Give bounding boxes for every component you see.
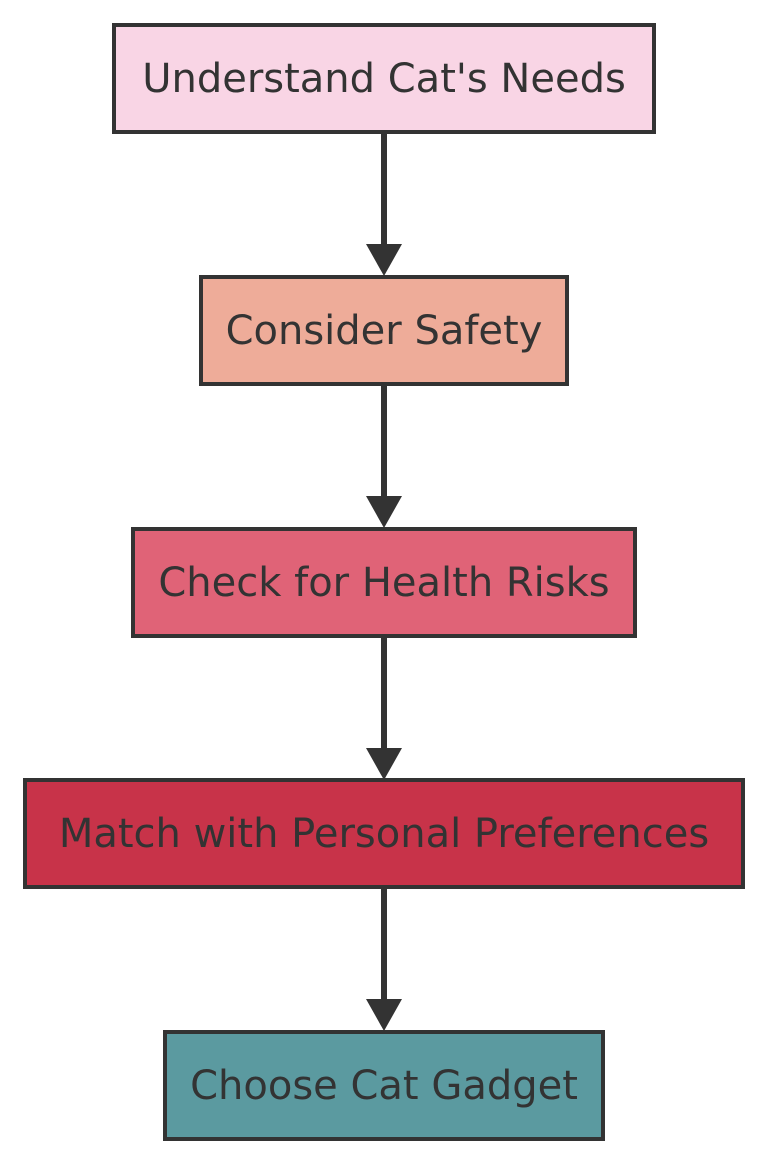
- node-label: Choose Cat Gadget: [190, 1063, 578, 1109]
- node-label: Check for Health Risks: [158, 560, 609, 606]
- edge-understand-to-safety: [366, 132, 402, 276]
- node-box: [131, 527, 637, 638]
- edge-safety-to-health: [366, 384, 402, 528]
- edge-health-to-preferences: [366, 636, 402, 780]
- arrowhead-icon: [366, 244, 402, 276]
- node-box: [23, 778, 745, 889]
- node-box: [112, 23, 656, 134]
- node-label: Consider Safety: [226, 308, 543, 354]
- node-consider-safety: Consider Safety: [199, 275, 569, 386]
- node-check-health-risks: Check for Health Risks: [131, 527, 637, 638]
- arrowhead-icon: [366, 496, 402, 528]
- node-understand-cats-needs: Understand Cat's Needs: [112, 23, 656, 134]
- node-label: Understand Cat's Needs: [142, 56, 626, 102]
- node-box: [199, 275, 569, 386]
- node-match-personal-preferences: Match with Personal Preferences: [23, 778, 745, 889]
- node-label: Match with Personal Preferences: [59, 811, 709, 857]
- arrowhead-icon: [366, 999, 402, 1031]
- node-box: [163, 1030, 605, 1141]
- edge-preferences-to-gadget: [366, 887, 402, 1031]
- node-choose-cat-gadget: Choose Cat Gadget: [163, 1030, 605, 1141]
- arrowhead-icon: [366, 748, 402, 780]
